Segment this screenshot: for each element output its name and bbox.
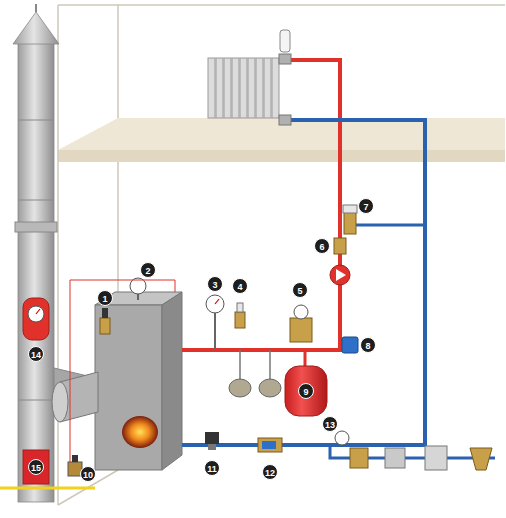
- return-fittings-part: [470, 448, 492, 470]
- boiler-part: [122, 416, 158, 448]
- fittings-part: [206, 295, 224, 313]
- boiler-part: [100, 318, 110, 334]
- chimney-part: [28, 306, 44, 322]
- radiator-part: [279, 115, 291, 125]
- room-walls: [58, 5, 505, 505]
- callout-number: 4: [232, 278, 248, 294]
- callout-number: 2: [140, 262, 156, 278]
- gas-line-part: [72, 455, 78, 462]
- callout-number: 3: [207, 276, 223, 292]
- radiator-part: [224, 58, 231, 118]
- callout-number: 5: [292, 282, 308, 298]
- gas-line-part: [0, 487, 95, 490]
- fittings-part: [239, 350, 241, 380]
- callout-number: 9: [298, 383, 314, 399]
- return-pipe-part: [352, 224, 425, 227]
- chimney-part: [13, 12, 59, 44]
- boiler-part: [52, 382, 68, 422]
- fittings-part: [215, 299, 219, 304]
- chimney-part: [23, 450, 49, 484]
- radiator-part: [264, 58, 271, 118]
- callout-number: 1: [97, 290, 113, 306]
- sensor-wire: [70, 280, 175, 462]
- return-fittings-part: [335, 431, 349, 445]
- radiator-part: [272, 58, 279, 118]
- radiator-part: [248, 58, 255, 118]
- callout-number: 13: [322, 416, 338, 432]
- sensor-wire-part: [70, 280, 175, 462]
- supply-pipe-part: [304, 350, 307, 368]
- chimney-part: [18, 120, 54, 121]
- return-fittings-part: [350, 448, 368, 468]
- callout-number: 11: [204, 460, 220, 476]
- return-fittings-part: [425, 446, 447, 470]
- chimney-part: [18, 400, 54, 401]
- radiator-part: [280, 30, 290, 52]
- return-fittings-part: [258, 438, 282, 452]
- callout-number: 15: [28, 459, 44, 475]
- boiler-part: [102, 308, 108, 318]
- callout-number: 7: [358, 198, 374, 214]
- fittings-part: [342, 337, 358, 353]
- callout-number: 6: [314, 238, 330, 254]
- return-pipe: [182, 120, 495, 458]
- fittings-part: [259, 379, 281, 397]
- chimney-part: [18, 42, 54, 502]
- callout-number: 14: [28, 346, 44, 362]
- chimney: [13, 4, 96, 502]
- fittings-part: [290, 318, 312, 342]
- fittings-part: [343, 205, 357, 213]
- chimney-part: [23, 298, 49, 340]
- room-walls-part: [57, 5, 59, 505]
- boiler-part: [162, 292, 182, 470]
- fittings-part: [229, 379, 251, 397]
- room-walls-part: [117, 5, 119, 118]
- chimney-part: [18, 200, 54, 201]
- expansion-tank-part: [285, 366, 327, 416]
- fittings-part: [334, 238, 346, 254]
- boiler: [52, 278, 182, 470]
- fittings-part: [235, 312, 245, 328]
- fittings: [206, 205, 358, 397]
- fittings-part: [336, 269, 346, 281]
- callout-number: 12: [262, 464, 278, 480]
- boiler-part: [95, 305, 162, 470]
- chimney-part: [36, 309, 40, 314]
- room-walls-part: [58, 150, 505, 162]
- expansion-tank: [285, 366, 327, 416]
- fittings-part: [237, 303, 243, 312]
- fittings-part: [344, 212, 356, 234]
- return-fittings-part: [208, 444, 216, 450]
- callout-number: 10: [80, 466, 96, 482]
- chimney-part: [35, 4, 37, 12]
- radiator-part: [216, 58, 223, 118]
- room-walls-part: [58, 4, 505, 6]
- radiator-part: [240, 58, 247, 118]
- radiator-part: [279, 54, 291, 64]
- fittings-part: [294, 305, 308, 319]
- callout-number: 8: [360, 337, 376, 353]
- chimney-part: [15, 222, 57, 232]
- radiator: [208, 30, 291, 125]
- radiator-part: [208, 58, 215, 118]
- radiator-part: [232, 58, 239, 118]
- fittings-part: [214, 312, 216, 350]
- return-fittings-part: [205, 432, 219, 444]
- fittings-part: [330, 265, 350, 285]
- gas-line: [0, 455, 95, 488]
- return-pipe-part: [182, 120, 425, 445]
- fittings-part: [269, 350, 271, 380]
- room-walls-part: [117, 162, 119, 292]
- return-fittings-part: [262, 441, 276, 449]
- radiator-part: [256, 58, 263, 118]
- return-fittings-part: [385, 448, 405, 468]
- return-fittings: [205, 431, 492, 470]
